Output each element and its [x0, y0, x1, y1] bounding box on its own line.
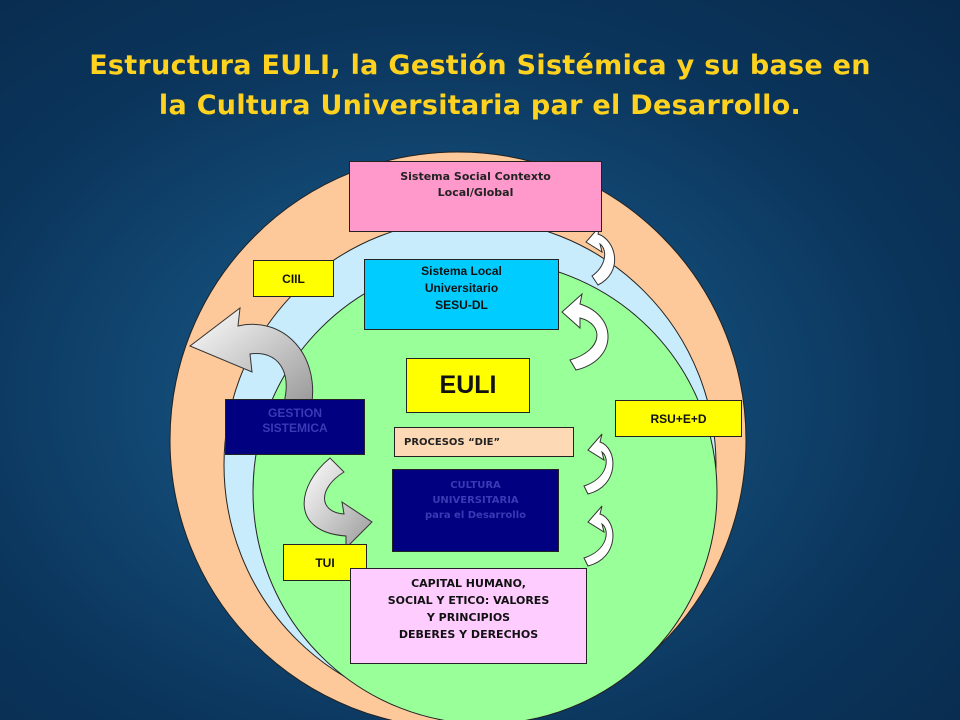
- social-context-box: Sistema Social Contexto Local/Global: [349, 161, 602, 232]
- cultura-universitaria-box: CULTURA UNIVERSITARIA para el Desarrollo: [392, 469, 559, 552]
- social-context-label: Sistema Social Contexto Local/Global: [400, 170, 551, 199]
- s-curve-arrow: [303, 457, 373, 550]
- title-line-2: la Cultura Universitaria par el Desarrol…: [158, 90, 802, 121]
- ciil-box: CIIL: [253, 260, 334, 297]
- rsu-box: RSU+E+D: [615, 400, 742, 437]
- ciil-label: CIIL: [282, 271, 305, 286]
- return-arrow-procesos: [583, 433, 614, 495]
- return-arrow-sesu: [561, 292, 609, 371]
- large-curved-arrow: [189, 306, 314, 403]
- procesos-box: PROCESOS “DIE”: [394, 427, 574, 457]
- gestion-sistemica-box: GESTION SISTEMICA: [225, 399, 365, 455]
- page-title: Estructura EULI, la Gestión Sistémica y …: [0, 46, 960, 126]
- return-arrow-social: [585, 225, 615, 286]
- euli-box: EULI: [406, 358, 530, 413]
- cultura-universitaria-label: CULTURA UNIVERSITARIA para el Desarrollo: [424, 480, 526, 521]
- capital-humano-label: CAPITAL HUMANO, SOCIAL Y ETICO: VALORES …: [387, 577, 550, 641]
- title-line-1: Estructura EULI, la Gestión Sistémica y …: [89, 50, 871, 81]
- return-arrow-cultura: [583, 505, 614, 567]
- sesu-box: Sistema Local Universitario SESU-DL: [364, 259, 559, 330]
- sesu-label: Sistema Local Universitario SESU-DL: [421, 264, 502, 312]
- gestion-sistemica-label: GESTION SISTEMICA: [262, 406, 328, 435]
- euli-label: EULI: [439, 371, 497, 399]
- procesos-label: PROCESOS “DIE”: [404, 436, 501, 448]
- capital-humano-box: CAPITAL HUMANO, SOCIAL Y ETICO: VALORES …: [350, 568, 587, 664]
- rsu-label: RSU+E+D: [650, 411, 707, 426]
- tui-label: TUI: [315, 555, 335, 570]
